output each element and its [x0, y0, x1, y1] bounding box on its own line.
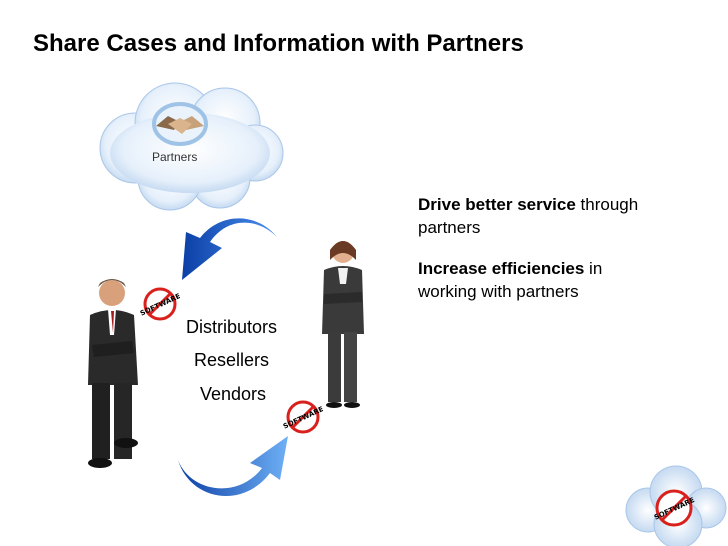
no-software-stamp-icon: SOFTWARE [140, 286, 180, 322]
top-arrow-icon [172, 212, 282, 292]
bullet-2: Increase efficiencies in working with pa… [418, 257, 658, 303]
corner-cloud: SOFTWARE [618, 462, 728, 546]
partners-badge[interactable]: Partners [150, 100, 210, 157]
bottom-arrow-icon [170, 430, 295, 505]
no-software-stamp-icon: SOFTWARE [283, 398, 323, 436]
partner-type-resellers: Resellers [194, 350, 269, 371]
bullet-2-bold: Increase efficiencies [418, 259, 584, 278]
businesswoman-image [312, 236, 374, 411]
businessman-image [78, 275, 148, 470]
partners-label: Partners [152, 150, 197, 164]
bullet-1: Drive better service through partners [418, 193, 658, 239]
partner-type-vendors: Vendors [200, 384, 266, 405]
partner-type-distributors: Distributors [186, 317, 277, 338]
handshake-icon [150, 100, 210, 152]
bullet-1-bold: Drive better service [418, 195, 576, 214]
slide-title: Share Cases and Information with Partner… [33, 30, 524, 58]
